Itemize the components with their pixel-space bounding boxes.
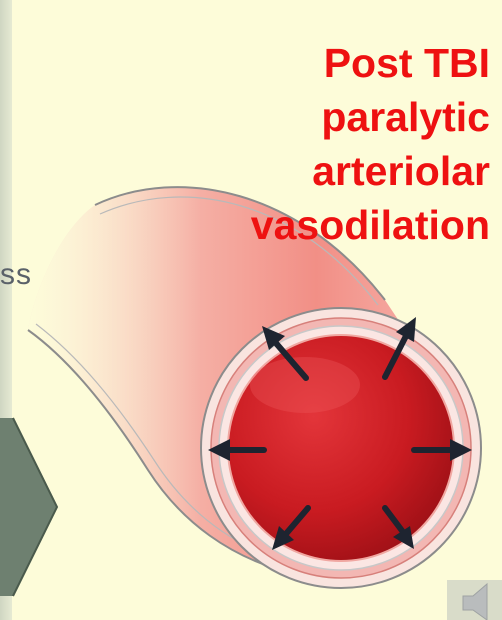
chevron-shape [0, 418, 57, 596]
slide-title: Post TBI paralytic arteriolar vasodilati… [160, 36, 490, 252]
speaker-icon[interactable] [447, 580, 502, 620]
lumen-highlight [250, 357, 360, 413]
partial-body-text: ss [0, 258, 32, 292]
